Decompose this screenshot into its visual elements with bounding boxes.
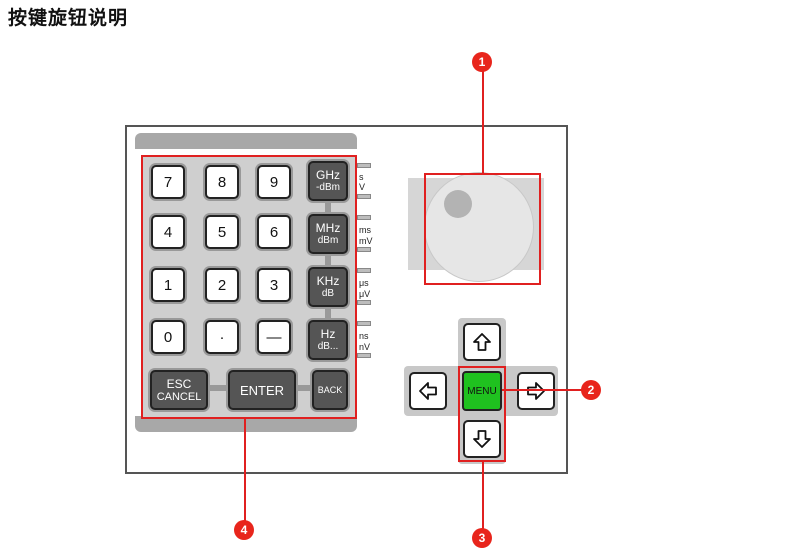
enter-button[interactable]: ENTER (228, 370, 296, 410)
callout-1-leader (482, 70, 484, 173)
keypad-bracket-top (135, 133, 357, 149)
callout-4-marker: 4 (234, 520, 254, 540)
key-5[interactable]: 5 (205, 215, 239, 249)
keypad-highlight-box (141, 155, 357, 419)
key-1[interactable]: 1 (151, 268, 185, 302)
unit-key-mhz[interactable]: MHz dBm (308, 214, 348, 254)
unit-key-ghz[interactable]: GHz -dBm (308, 161, 348, 201)
unit-separator (325, 255, 331, 267)
menu-highlight-box (458, 366, 506, 462)
menu-button[interactable]: MENU (462, 371, 502, 411)
callout-4-leader (244, 419, 246, 522)
arrow-right-button[interactable] (517, 372, 555, 410)
unit-label-nv: nV (359, 342, 371, 352)
unit-key-sub-label: -dBm (316, 182, 340, 193)
rotary-knob[interactable] (424, 172, 534, 282)
key-6[interactable]: 6 (257, 215, 291, 249)
unit-key-khz[interactable]: KHz dB (308, 267, 348, 307)
unit-key-main-label: KHz (316, 274, 340, 288)
esc-cancel-button[interactable]: ESC CANCEL (150, 370, 208, 410)
unit-separator (325, 202, 331, 214)
key-9[interactable]: 9 (257, 165, 291, 199)
callout-2-leader (502, 389, 582, 391)
back-button[interactable]: BACK (312, 370, 348, 410)
key-decimal[interactable]: · (205, 320, 239, 354)
key-3[interactable]: 3 (257, 268, 291, 302)
unit-key-sub-label: dB (321, 288, 335, 299)
arrow-up-button[interactable] (463, 323, 501, 361)
back-label: BACK (317, 385, 343, 395)
unit-key-main-label: Hz (320, 327, 336, 341)
arrow-right-icon (527, 382, 545, 400)
unit-key-sub-label: dBm (317, 235, 339, 246)
callout-1-marker: 1 (472, 52, 492, 72)
cancel-label: CANCEL (156, 390, 202, 403)
callout-3-marker: 3 (472, 528, 492, 548)
unit-indicator-led (357, 353, 371, 358)
unit-indicator-led (357, 300, 371, 305)
unit-key-sub-label: dB... (317, 341, 339, 352)
unit-indicator-led (357, 268, 371, 273)
arrow-down-icon (473, 430, 491, 448)
key-7[interactable]: 7 (151, 165, 185, 199)
esc-label: ESC (166, 376, 192, 391)
unit-label-us: μs (359, 278, 369, 288)
keypad-bracket-bottom (135, 416, 357, 432)
unit-indicator-led (357, 163, 371, 168)
unit-separator (325, 308, 331, 320)
unit-indicator-led (357, 215, 371, 220)
key-8[interactable]: 8 (205, 165, 239, 199)
unit-key-main-label: MHz (315, 221, 341, 235)
unit-label-ms: ms (359, 225, 371, 235)
key-4[interactable]: 4 (151, 215, 185, 249)
knob-finger-dimple (444, 190, 472, 218)
arrow-down-button[interactable] (463, 420, 501, 458)
page-title: 按键旋钮说明 (8, 7, 129, 29)
unit-indicator-led (357, 321, 371, 326)
unit-label-ns: ns (359, 331, 369, 341)
unit-label-s: s (359, 172, 364, 182)
unit-indicator-led (357, 194, 371, 199)
arrow-left-button[interactable] (409, 372, 447, 410)
unit-label-uv: μV (359, 289, 371, 299)
knob-highlight-box (424, 173, 541, 285)
unit-key-main-label: GHz (316, 168, 340, 182)
callout-2-marker: 2 (581, 380, 601, 400)
key-0[interactable]: 0 (151, 320, 185, 354)
key-minus[interactable]: — (257, 320, 291, 354)
enter-label: ENTER (239, 382, 285, 398)
key-2[interactable]: 2 (205, 268, 239, 302)
unit-label-v: V (359, 182, 366, 192)
arrow-left-icon (419, 382, 437, 400)
unit-label-mv: mV (359, 236, 373, 246)
unit-indicator-led (357, 247, 371, 252)
arrow-up-icon (473, 333, 491, 351)
unit-key-hz[interactable]: Hz dB... (308, 320, 348, 360)
callout-3-leader (482, 462, 484, 530)
